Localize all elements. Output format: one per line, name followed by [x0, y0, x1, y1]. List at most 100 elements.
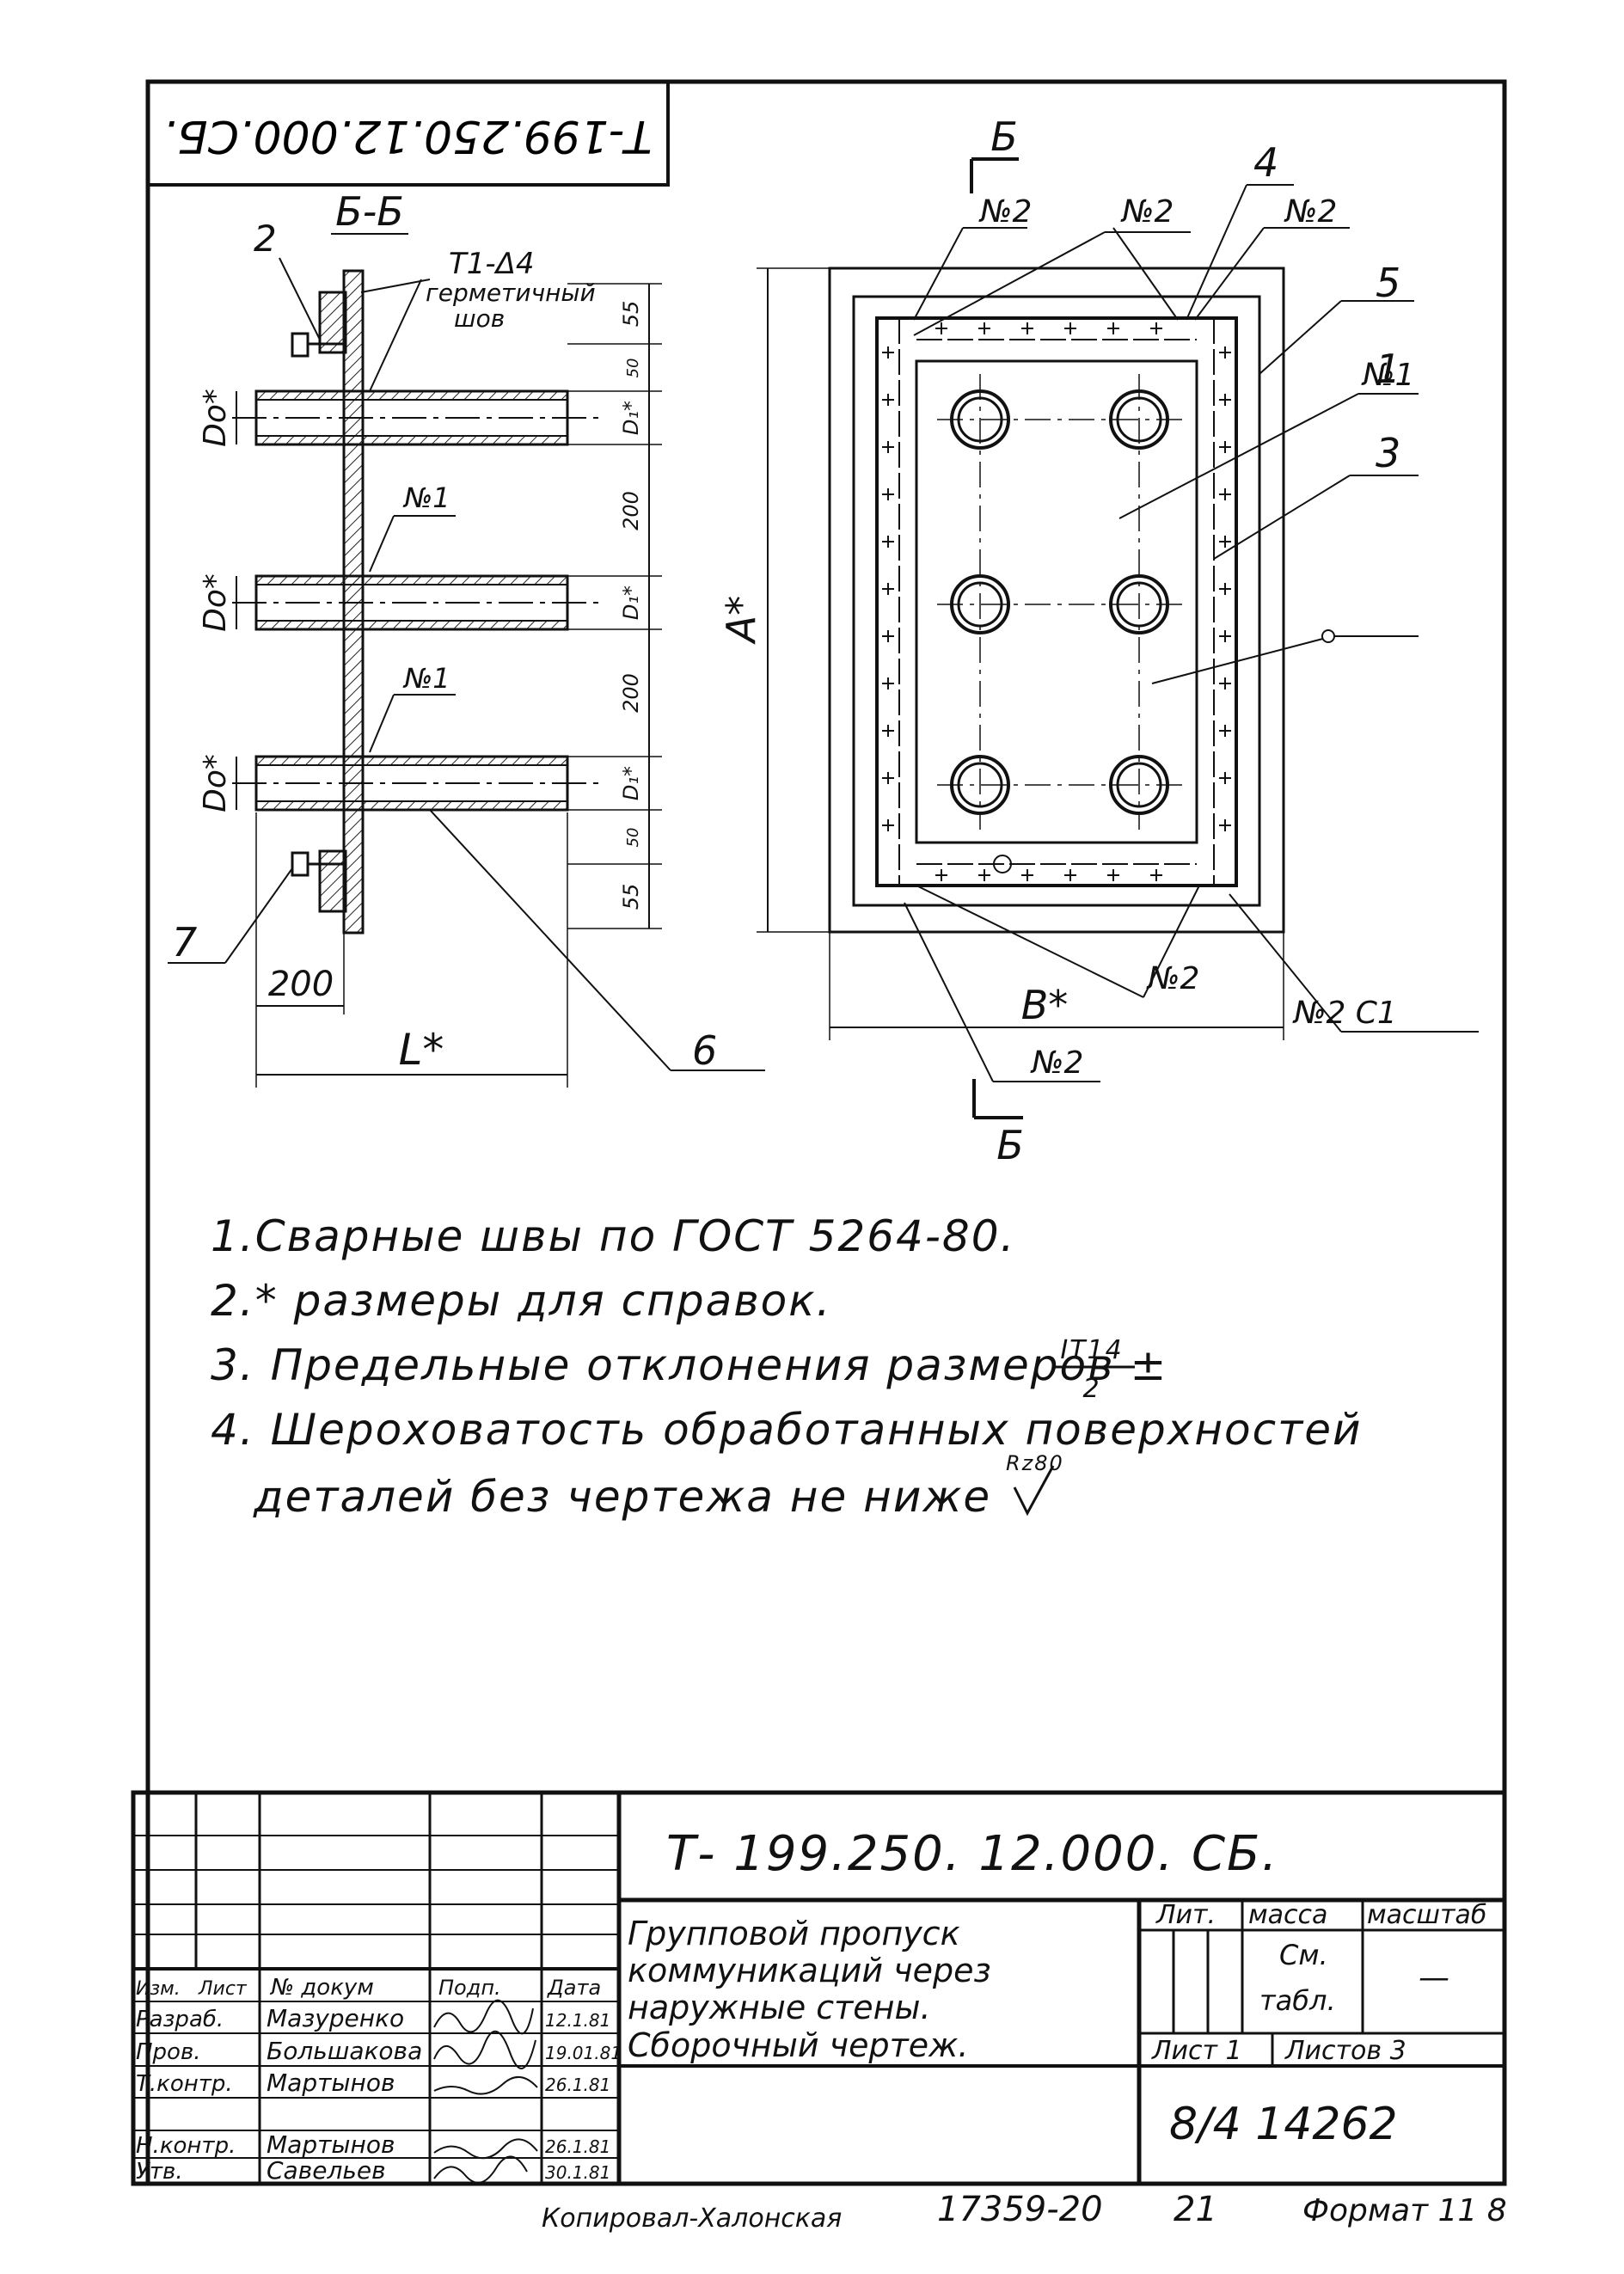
infill-plus-mark — [1219, 630, 1231, 642]
page-no: 21 — [1174, 2190, 1217, 2229]
title-line-4: Сборочный чертеж. — [628, 2026, 968, 2064]
dim-L: L* — [399, 1025, 444, 1075]
flange-top — [318, 291, 347, 354]
note-4-cont: деталей без чертежа не ниже — [253, 1472, 991, 1522]
dim-50-top: 50 — [624, 359, 642, 378]
infill-plus-mark — [1219, 441, 1231, 453]
weld-no2-c: №2 — [1284, 194, 1337, 230]
name-1: Мазуренко — [267, 2004, 404, 2032]
dim-200-horizontal: 200 — [268, 965, 334, 1004]
roughness-symbol — [1013, 1465, 1055, 1517]
scale-value: — — [1419, 1960, 1449, 1995]
format: Формат 11 8 — [1302, 2193, 1507, 2228]
hdr-doc: № докум — [269, 1975, 374, 2001]
infill-marks — [882, 322, 1231, 881]
dim-A: А* — [718, 596, 764, 645]
infill-plus-mark — [882, 630, 894, 642]
archive-no: 8/4 14262 — [1169, 2099, 1398, 2150]
callout-2: 2 — [254, 218, 277, 260]
pipe-2 — [232, 574, 602, 631]
dim-B: В* — [1021, 982, 1069, 1028]
dim-d0-1: Dо* — [198, 389, 233, 447]
weld-note-line2: шов — [454, 304, 505, 333]
infill-plus-mark — [1219, 394, 1231, 406]
mass-value-1: См. — [1279, 1939, 1328, 1971]
dim-d0-3: Dо* — [198, 754, 233, 812]
section-mark-top: Б — [990, 113, 1018, 160]
copied-by: Копировал-Халонская — [542, 2204, 842, 2234]
title-line-1: Групповой пропуск — [628, 1915, 960, 1952]
weld-symbol: Т1-Δ4 — [449, 247, 535, 281]
name-4: Мартынов — [267, 2130, 395, 2159]
weld-no1-right: №1 — [1361, 358, 1414, 393]
section-mark-bottom: Б — [996, 1122, 1024, 1168]
inner-plate — [915, 359, 1198, 844]
role-4: Н.контр. — [136, 2133, 236, 2159]
dim-200-b: 200 — [619, 673, 643, 713]
infill-plus-mark — [882, 677, 894, 690]
note-2: 2.* размеры для справок. — [211, 1276, 831, 1326]
infill-plus-mark — [1219, 346, 1231, 359]
bolt-bottom — [291, 851, 344, 877]
note-3: 3. Предельные отклонения размеров ± — [211, 1340, 1167, 1390]
title-line-2: коммуникаций через — [628, 1952, 991, 1989]
title-line-3: наружные стены. — [628, 1989, 931, 2026]
infill-plus-mark — [1021, 869, 1033, 881]
bolt-top — [291, 332, 344, 358]
section-title: Б-Б — [335, 188, 404, 235]
callout-5-label: 5 — [1376, 260, 1400, 306]
date-3: 26.1.81 — [545, 2075, 610, 2095]
signature-5 — [433, 2155, 528, 2184]
date-5: 30.1.81 — [545, 2162, 610, 2183]
name-3: Мартынов — [267, 2069, 395, 2097]
note-3-numerator: IT14 — [1060, 1335, 1123, 1365]
middle-frame — [852, 295, 1261, 907]
infill-plus-mark — [882, 725, 894, 737]
footer: Копировал-Халонская 17359-20 21 Формат 1… — [542, 2190, 1507, 2234]
infill-plus-mark — [935, 869, 947, 881]
dim-d1-3: D₁* — [619, 766, 643, 800]
callout-4: 4 — [1253, 139, 1278, 186]
designation: Т- 199.250. 12.000. СБ. — [666, 1826, 1278, 1882]
dim-55-bottom: 55 — [619, 884, 643, 910]
infill-plus-mark — [882, 772, 894, 784]
hdr-izm: Изм. — [136, 1978, 181, 2000]
infill-plus-mark — [1219, 583, 1231, 595]
lit-header: Лит. — [1155, 1900, 1216, 1930]
signature-2 — [433, 2030, 536, 2069]
infill-plus-mark — [882, 819, 894, 831]
technical-notes: 1.Сварные швы по ГОСТ 5264-80. 2.* разме… — [211, 1211, 1362, 1522]
role-2: Пров. — [136, 2039, 201, 2065]
signature-3 — [433, 2076, 538, 2095]
sheet-no: Лист 1 — [1151, 2036, 1242, 2066]
note-4: 4. Шероховатость обработанных поверхност… — [211, 1405, 1362, 1455]
infill-plus-mark — [882, 583, 894, 595]
scale-header: масштаб — [1367, 1900, 1486, 1930]
section-view-left: Б-Б — [168, 188, 765, 1088]
date-2: 19.01.81 — [545, 2043, 622, 2063]
title-block — [131, 1790, 1507, 2186]
outer-frame — [828, 267, 1285, 934]
weld-no2-f: №2 — [1030, 1045, 1083, 1081]
infill-plus-mark — [882, 394, 894, 406]
infill-plus-mark — [1150, 869, 1162, 881]
dim-d0-2: Dо* — [198, 573, 233, 632]
dim-50-bottom: 50 — [624, 828, 642, 848]
infill-plus-mark — [1021, 322, 1033, 334]
dim-55-top: 55 — [619, 301, 643, 328]
right-view-labels: Б Б №2 №2 №2 №2 №2 С1 №2 №1 1 3 4 5 А* В… — [718, 113, 1414, 1168]
corner-stamp-text: Т-199.250.12.000.СБ. — [162, 110, 652, 162]
infill-plus-mark — [1219, 725, 1231, 737]
corner-stamp: Т-199.250.12.000.СБ. — [146, 80, 670, 187]
role-1: Разраб. — [136, 2007, 224, 2032]
dim-d1-1: D₁* — [619, 401, 643, 435]
callout-7: 7 — [172, 919, 197, 965]
plate-outline — [875, 316, 1238, 887]
role-3: Т.контр. — [136, 2071, 233, 2097]
order-no: 17359-20 — [937, 2190, 1103, 2229]
flange-bottom — [318, 849, 347, 913]
pipe-3 — [232, 755, 602, 812]
infill-plus-mark — [978, 322, 990, 334]
plan-view-right — [757, 157, 1479, 1119]
date-1: 12.1.81 — [545, 2010, 610, 2031]
